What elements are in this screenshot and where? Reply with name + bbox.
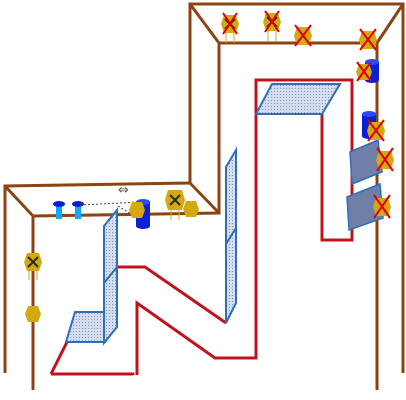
corner-edge-top-right	[375, 3, 405, 44]
red-path-left-up	[49, 341, 69, 375]
lamp-icon	[25, 306, 41, 322]
cylinder-icon	[53, 201, 65, 219]
lamps	[24, 10, 394, 322]
dotted-connector	[117, 205, 132, 215]
crossed-out-lamp-icon	[263, 10, 281, 41]
dotted-connector	[79, 201, 141, 206]
red-path-zigzag	[135, 78, 354, 375]
lamp-icon	[24, 253, 42, 280]
corner-edge-mid	[188, 181, 221, 215]
crossed-out-lamp-icon	[294, 24, 312, 47]
panel-ceiling	[254, 83, 342, 115]
red-path-diagonal	[102, 265, 227, 325]
crossed-out-lamp-icon	[359, 28, 377, 51]
crossed-out-lamp-icon	[376, 147, 394, 172]
inner-wall	[31, 41, 379, 390]
walls	[3, 2, 405, 390]
panels	[64, 83, 342, 346]
lamp-icon	[165, 190, 185, 220]
cylinder-icon	[72, 201, 84, 219]
red-path-left	[51, 372, 135, 376]
corner-edge-top-left	[188, 3, 221, 44]
lamp-icon	[129, 202, 145, 218]
double-arrow-icon: ⇔	[118, 183, 129, 198]
crossed-out-lamp-icon	[367, 119, 385, 142]
lamp-icon	[183, 201, 199, 217]
corner-edge-left	[3, 184, 35, 218]
wall-boxes	[346, 138, 384, 232]
crossed-out-lamp-icon	[221, 12, 239, 43]
outer-wall	[3, 2, 405, 373]
box-upper	[349, 138, 383, 186]
crossed-out-lamp-icon	[356, 61, 372, 82]
crossed-out-lamp-icon	[373, 194, 391, 219]
